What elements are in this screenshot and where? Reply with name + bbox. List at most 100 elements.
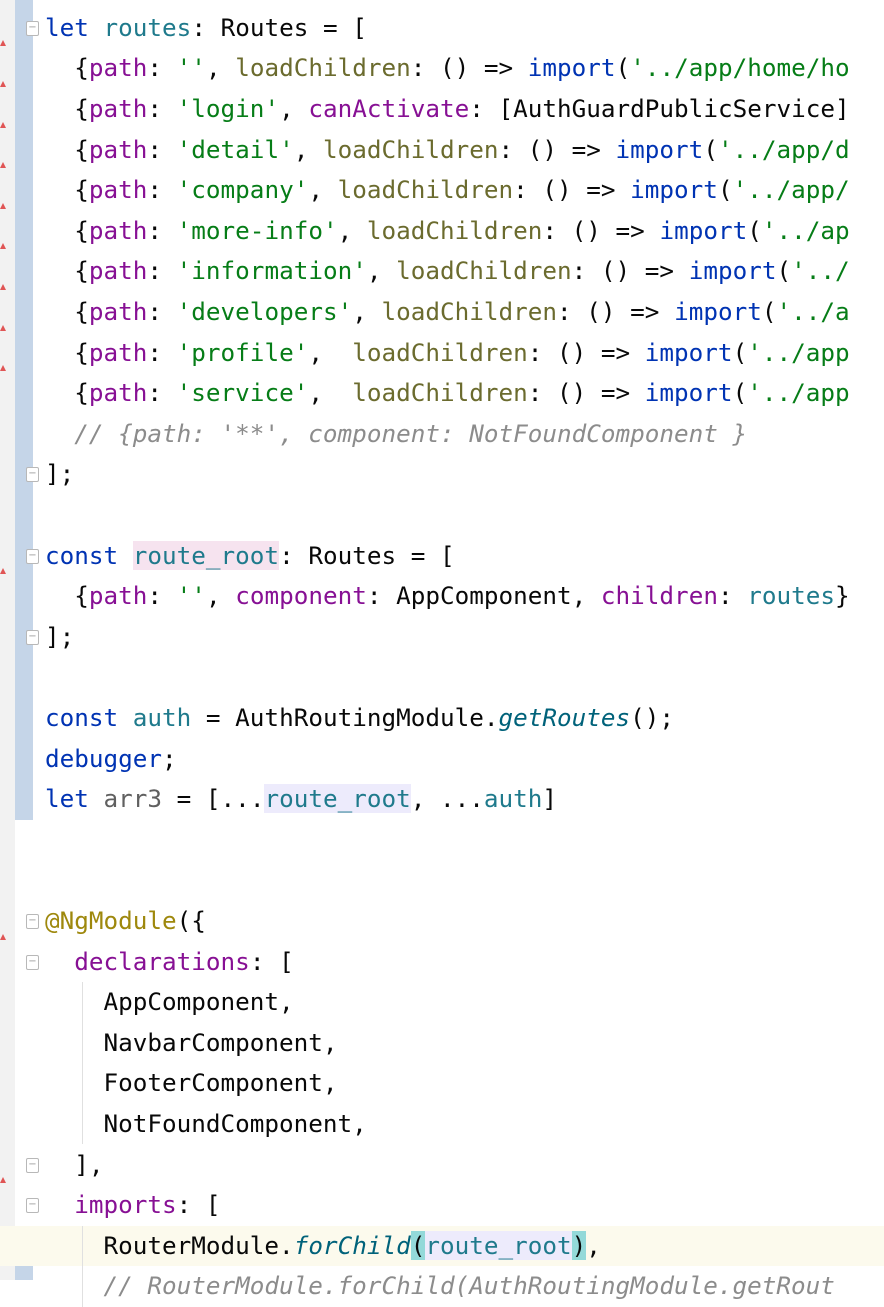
fold-toggle-icon[interactable]: − <box>26 548 39 564</box>
warning-marker-icon[interactable] <box>0 283 6 290</box>
code-token: , <box>279 93 309 123</box>
indent-guide <box>82 1225 83 1307</box>
code-line[interactable] <box>0 860 884 901</box>
code-line[interactable]: imports: [ <box>0 1185 884 1226</box>
warning-marker-icon[interactable] <box>0 40 6 47</box>
warning-marker-icon[interactable] <box>0 324 6 331</box>
code-token: ( <box>776 256 792 286</box>
code-line[interactable]: // {path: '**', component: NotFoundCompo… <box>0 414 884 455</box>
code-token: : <box>147 53 177 83</box>
code-token: path <box>88 296 148 326</box>
code-line-text: {path: 'service', loadChildren: () => im… <box>45 373 849 414</box>
code-line[interactable]: debugger; <box>0 739 884 780</box>
code-line-text: {path: 'company', loadChildren: () => im… <box>45 170 849 211</box>
code-token: '../app/d <box>717 134 850 164</box>
warning-marker-icon[interactable] <box>0 568 6 575</box>
code-line-text: const route_root: Routes = [ <box>45 536 455 577</box>
code-token: { <box>45 378 89 408</box>
warning-marker-icon[interactable] <box>0 202 6 209</box>
code-line-text: imports: [ <box>45 1185 220 1226</box>
code-line[interactable]: {path: 'login', canActivate: [AuthGuardP… <box>0 89 884 130</box>
code-token: : AppComponent, <box>366 581 601 611</box>
warning-marker-icon[interactable] <box>0 933 6 940</box>
code-token: : () => <box>542 215 660 245</box>
code-token: , <box>293 134 323 164</box>
code-token: '../ap <box>761 215 850 245</box>
warning-marker-icon[interactable] <box>0 1177 6 1184</box>
vcs-change-marker[interactable] <box>15 0 33 820</box>
code-token: , <box>308 175 338 205</box>
code-line[interactable]: {path: 'more-info', loadChildren: () => … <box>0 211 884 252</box>
code-token: import <box>644 337 733 367</box>
fold-toggle-icon[interactable]: − <box>26 20 39 36</box>
code-line[interactable]: ]; <box>0 617 884 658</box>
code-line[interactable]: let routes: Routes = [ <box>0 8 884 49</box>
code-line[interactable]: declarations: [ <box>0 942 884 983</box>
warning-marker-icon[interactable] <box>0 243 6 250</box>
code-line-text: {path: 'profile', loadChildren: () => im… <box>45 333 850 374</box>
code-token: debugger <box>45 743 163 773</box>
code-token: path <box>88 378 148 408</box>
code-line[interactable]: let arr3 = [...route_root, ...auth] <box>0 779 884 820</box>
code-line[interactable]: {path: 'company', loadChildren: () => im… <box>0 170 884 211</box>
code-token: children <box>600 581 718 611</box>
code-line[interactable]: {path: '', component: AppComponent, chil… <box>0 576 884 617</box>
warning-marker-icon[interactable] <box>0 162 6 169</box>
code-line[interactable] <box>0 495 884 536</box>
code-token: { <box>45 337 89 367</box>
code-token <box>118 541 133 570</box>
code-token: : () => <box>571 256 689 286</box>
code-token: ( <box>703 134 718 164</box>
code-token: import <box>615 134 704 164</box>
code-line[interactable]: {path: 'profile', loadChildren: () => im… <box>0 333 884 374</box>
warning-marker-icon[interactable] <box>0 121 6 128</box>
code-line[interactable]: // RouterModule.forChild(AuthRoutingModu… <box>0 1266 884 1307</box>
code-token: : <box>147 134 177 164</box>
code-token: { <box>45 215 89 245</box>
code-token: : () => <box>557 296 675 326</box>
fold-toggle-icon[interactable]: − <box>26 629 39 645</box>
code-line[interactable]: AppComponent, <box>0 982 884 1023</box>
code-line[interactable]: {path: '', loadChildren: () => import('.… <box>0 48 884 89</box>
code-line[interactable]: {path: 'information', loadChildren: () =… <box>0 251 884 292</box>
code-token: ] <box>542 784 558 814</box>
code-token: // {path: '**', component: NotFoundCompo… <box>45 418 748 448</box>
code-token: FooterComponent, <box>45 1068 338 1098</box>
warning-marker-icon[interactable] <box>0 80 6 87</box>
code-line[interactable]: NotFoundComponent, <box>0 1104 884 1145</box>
code-line[interactable]: NavbarComponent, <box>0 1023 884 1064</box>
code-line[interactable]: @NgModule({ <box>0 901 884 942</box>
warning-marker-icon[interactable] <box>0 365 6 372</box>
fold-toggle-icon[interactable]: − <box>26 913 39 929</box>
code-token: , <box>308 378 353 408</box>
code-line[interactable]: RouterModule.forChild(route_root), <box>0 1225 884 1267</box>
fold-toggle-icon[interactable]: − <box>26 1198 39 1214</box>
code-line[interactable]: const auth = AuthRoutingModule.getRoutes… <box>0 698 884 739</box>
code-line[interactable] <box>0 657 884 698</box>
code-token: ) <box>571 1230 587 1260</box>
code-line[interactable]: ]; <box>0 454 884 495</box>
code-token: , <box>205 53 236 83</box>
code-token <box>89 784 104 813</box>
fold-toggle-icon[interactable]: − <box>26 954 39 970</box>
code-token: , ... <box>410 784 484 814</box>
code-token: (); <box>630 702 675 732</box>
code-token <box>45 1190 74 1219</box>
code-line[interactable]: const route_root: Routes = [ <box>0 536 884 577</box>
code-token: // RouterModule.forChild(AuthRoutingModu… <box>45 1271 835 1301</box>
editor-gutter <box>0 0 15 1280</box>
code-line[interactable] <box>0 820 884 861</box>
code-token: } <box>835 581 850 611</box>
code-line[interactable]: {path: 'service', loadChildren: () => im… <box>0 373 884 414</box>
code-token: path <box>88 337 148 367</box>
code-token: declarations <box>74 946 250 976</box>
code-token: : Routes = [ <box>279 540 455 570</box>
fold-toggle-icon[interactable]: − <box>26 467 39 483</box>
code-token: '../app <box>747 337 850 367</box>
code-line[interactable]: FooterComponent, <box>0 1063 884 1104</box>
code-line[interactable]: ], <box>0 1145 884 1186</box>
code-line[interactable]: {path: 'developers', loadChildren: () =>… <box>0 292 884 333</box>
code-token <box>89 13 104 42</box>
code-line[interactable]: {path: 'detail', loadChildren: () => imp… <box>0 130 884 171</box>
fold-toggle-icon[interactable]: − <box>26 1157 39 1173</box>
